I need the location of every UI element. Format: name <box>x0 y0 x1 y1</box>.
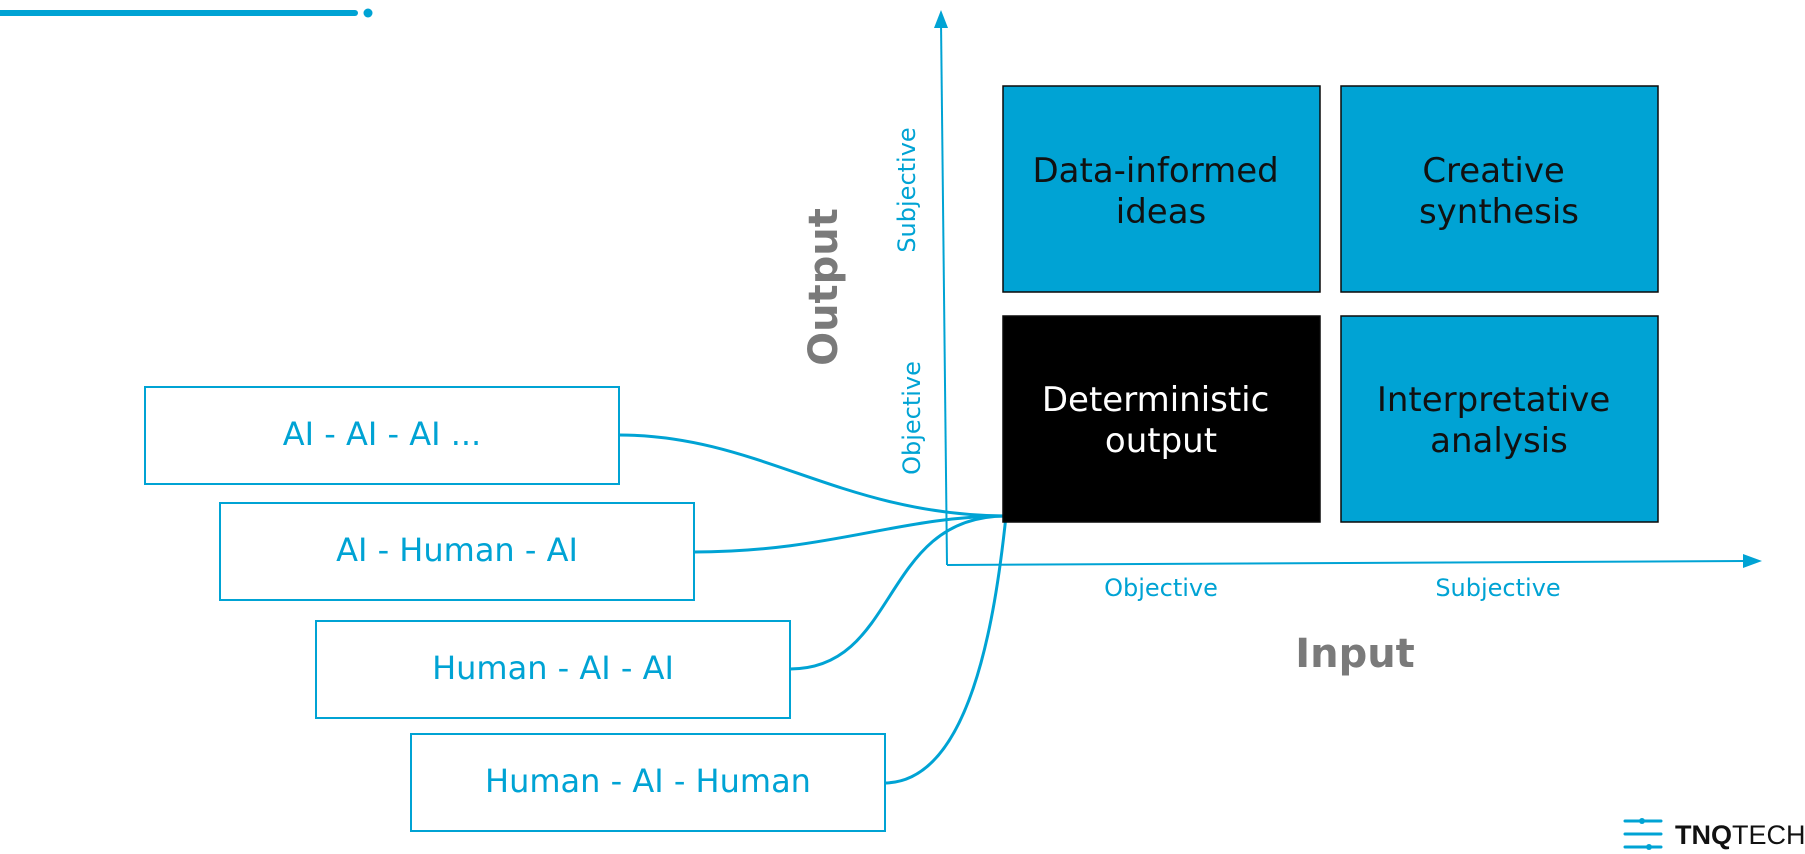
quadrant-label-line: output <box>1105 421 1217 461</box>
y-axis-title: Output <box>801 208 847 366</box>
workflow-connectors <box>618 433 1008 785</box>
quadrant-label-line: Data-informed <box>1032 151 1278 191</box>
x-axis-title: Input <box>1295 631 1415 677</box>
quadrant-interpretative-analysis: Interpretative analysis <box>1340 315 1659 523</box>
axes <box>934 10 1762 568</box>
y-tick-objective: Objective <box>898 361 926 475</box>
quadrant-label-line: ideas <box>1116 192 1207 232</box>
quadrant-label-line: synthesis <box>1419 192 1579 232</box>
workflow-label: Human - AI - AI <box>432 649 674 687</box>
x-tick-objective: Objective <box>1104 574 1218 602</box>
quadrant-label-line: Interpretative <box>1377 380 1611 420</box>
connector-1 <box>618 433 1007 518</box>
quadrant-label: Data-informed ideas <box>1032 151 1289 232</box>
tnqtech-logo: TNQTECH <box>1623 818 1805 850</box>
quadrant-label: Interpretative analysis <box>1377 380 1621 461</box>
quadrant-label: Deterministic output <box>1042 380 1280 461</box>
top-accent-dot <box>363 8 373 18</box>
workflow-box-ai-ai-ai: AI - AI - AI ... <box>144 386 620 485</box>
quadrant-box <box>1002 85 1321 293</box>
workflow-box <box>219 502 695 601</box>
workflow-label: Human - AI - Human <box>485 762 811 800</box>
quadrant-deterministic-output: Deterministic output <box>1002 315 1321 523</box>
quadrant-box <box>1340 85 1659 293</box>
y-axis-arrow-icon <box>934 10 948 28</box>
connector-4 <box>883 515 1008 785</box>
logo-text-light: TECH <box>1732 820 1805 850</box>
quadrant-label: Creative synthesis <box>1419 151 1579 232</box>
tnq-logo-icon <box>1623 818 1663 850</box>
quadrant-data-informed: Data-informed ideas <box>1002 85 1321 293</box>
workflow-box <box>315 620 791 719</box>
workflow-box-human-ai-human: Human - AI - Human <box>410 733 886 832</box>
connector-2 <box>693 514 1007 554</box>
quadrant-box <box>1340 315 1659 523</box>
y-tick-subjective: Subjective <box>893 127 921 252</box>
quadrant-box-highlight <box>1002 315 1321 523</box>
quadrant-label-line: analysis <box>1430 421 1568 461</box>
y-axis-line <box>940 21 948 566</box>
workflow-label: AI - AI - AI ... <box>283 415 481 453</box>
x-tick-subjective: Subjective <box>1435 574 1560 602</box>
workflow-box-human-ai-ai: Human - AI - AI <box>315 620 791 719</box>
logo-text: TNQTECH <box>1675 820 1805 850</box>
workflow-label: AI - Human - AI <box>336 531 578 569</box>
quadrant-label-line: Deterministic <box>1042 380 1269 420</box>
connector-3 <box>789 514 1007 671</box>
workflow-box <box>410 733 886 832</box>
logo-text-bold: TNQ <box>1675 820 1732 850</box>
x-axis-arrow-icon <box>1743 554 1762 568</box>
workflow-box-ai-human-ai: AI - Human - AI <box>219 502 695 601</box>
quadrant-label-line: Creative <box>1422 151 1565 191</box>
x-axis-line <box>946 560 1746 566</box>
quadrant-creative-synthesis: Creative synthesis <box>1340 85 1659 293</box>
workflow-box <box>144 386 620 485</box>
